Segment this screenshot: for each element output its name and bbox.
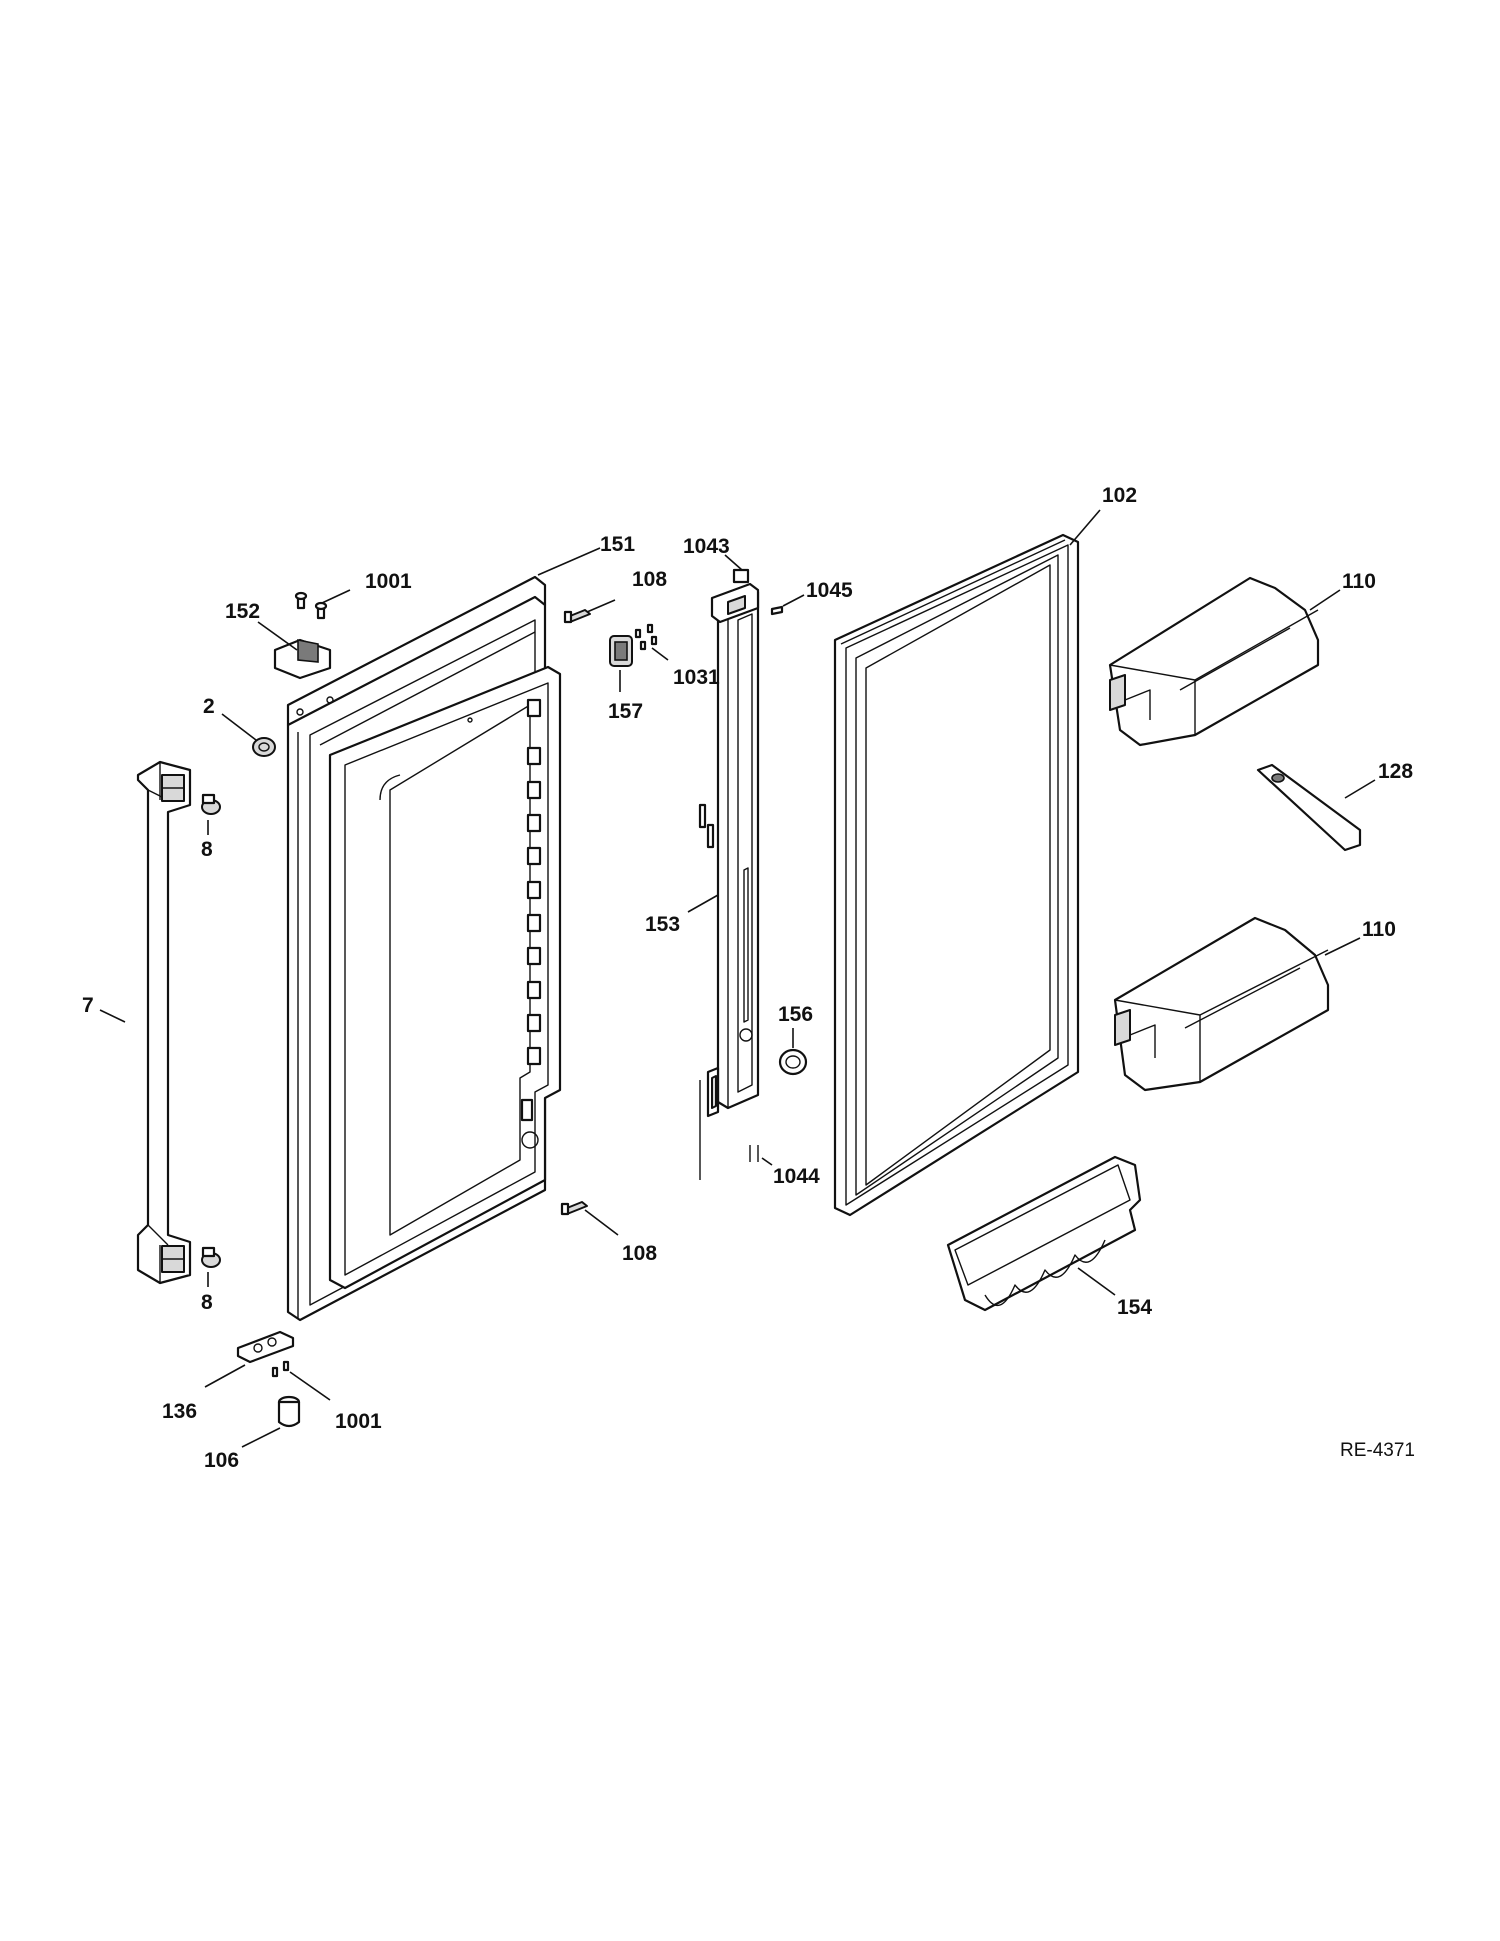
door-panel-part [286, 575, 562, 1322]
callout-151: 151 [600, 533, 635, 556]
callout-154: 154 [1117, 1296, 1152, 1319]
door-bin-lower-part [1113, 916, 1330, 1092]
callout-156: 156 [778, 1003, 813, 1026]
bottle-rack-part [946, 1155, 1142, 1312]
handle-mount-screw-lower [201, 1246, 221, 1268]
callout-110-upper: 110 [1342, 570, 1376, 593]
callout-1001-bottom: 1001 [335, 1410, 382, 1433]
callout-153: 153 [645, 913, 680, 936]
door-shelf-clips [526, 698, 542, 1066]
door-gasket-part [833, 533, 1080, 1217]
module-screw-set [634, 623, 658, 651]
handle-mount-screw-upper [201, 793, 221, 815]
callout-136: 136 [162, 1400, 197, 1423]
callout-152: 152 [225, 600, 260, 623]
mullion-pins [698, 803, 715, 849]
callout-8-upper: 8 [201, 838, 213, 861]
door-stop-upper [563, 609, 591, 624]
mullion-top-screw [770, 605, 784, 616]
door-stop-lower [560, 1201, 588, 1216]
callout-128: 128 [1378, 760, 1413, 783]
plug-part [778, 1048, 808, 1076]
callout-1045: 1045 [806, 579, 853, 602]
leader-lines [99, 509, 1376, 1448]
callout-8-lower: 8 [201, 1291, 213, 1314]
callout-108-upper: 108 [632, 568, 667, 591]
callout-1044: 1044 [773, 1165, 820, 1188]
callout-1001-top: 1001 [365, 570, 412, 593]
callout-1043: 1043 [683, 535, 730, 558]
callout-1031: 1031 [673, 666, 720, 689]
callout-7: 7 [82, 994, 94, 1017]
top-bracket-part [273, 638, 332, 680]
callout-labels: 102 151 1043 1045 1001 108 152 1031 157 … [82, 484, 1413, 1472]
diagram-reference: RE-4371 [1340, 1440, 1415, 1461]
callout-106: 106 [204, 1449, 239, 1472]
callout-2: 2 [203, 695, 215, 718]
door-bin-upper-part [1108, 576, 1320, 747]
callout-102: 102 [1102, 484, 1137, 507]
cap-part [252, 737, 276, 757]
callout-110-lower: 110 [1362, 918, 1396, 941]
bottom-screw-pair [271, 1360, 290, 1378]
door-handle-part [136, 760, 192, 1285]
vertical-mullion-part [699, 568, 760, 1180]
door-module-part [609, 635, 633, 667]
top-screw-pair [294, 591, 328, 620]
mullion-bottom-pin [749, 1145, 759, 1162]
bin-divider-part [1256, 763, 1362, 852]
callout-157: 157 [608, 700, 643, 723]
callout-108-lower: 108 [622, 1242, 657, 1265]
hinge-bushing-part [277, 1395, 301, 1428]
hinge-plate-part [236, 1330, 295, 1364]
